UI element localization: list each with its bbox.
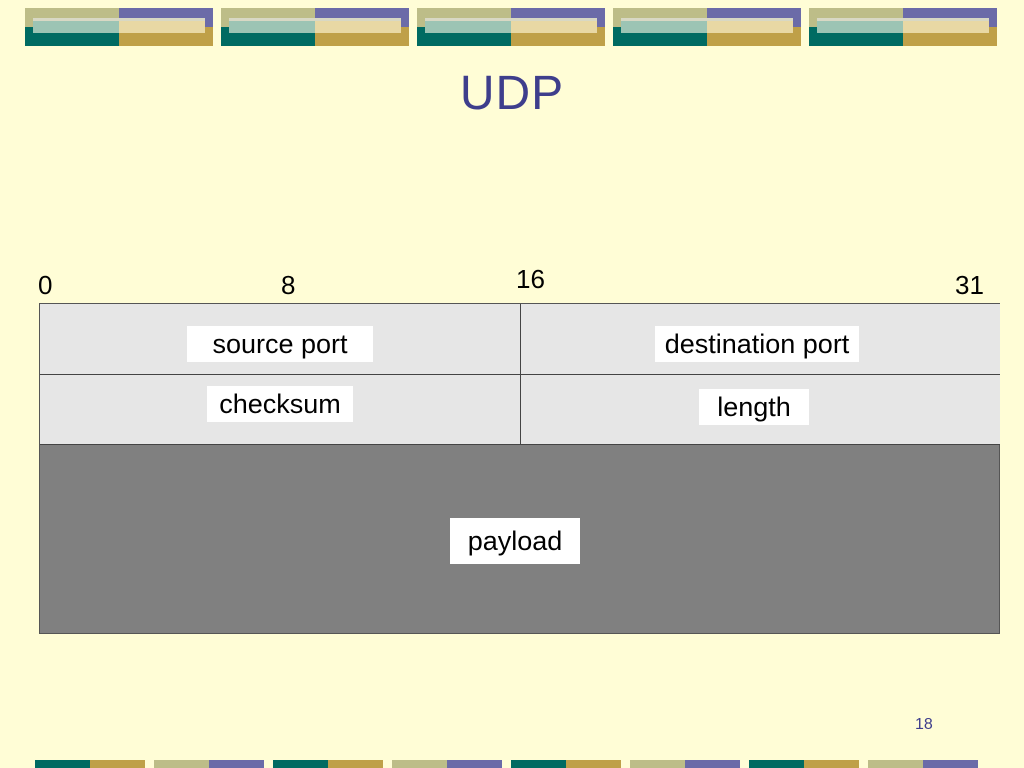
- checksum-cell: checksum: [40, 375, 521, 445]
- payload-label: payload: [450, 518, 580, 564]
- destination-port-cell: destination port: [521, 304, 1000, 375]
- bottom-decorative-strip: [0, 760, 1024, 768]
- udp-header-diagram: source port destination port checksum le…: [39, 303, 1000, 634]
- payload-cell: payload: [40, 445, 999, 633]
- slide-title: UDP: [459, 67, 565, 120]
- source-port-cell: source port: [40, 304, 521, 375]
- length-cell: length: [521, 375, 1000, 445]
- banner-block: [417, 8, 605, 46]
- destination-port-label: destination port: [655, 326, 859, 362]
- bit-label-16: 16: [516, 264, 545, 294]
- checksum-label: checksum: [207, 386, 353, 422]
- page-number: 18: [915, 716, 933, 733]
- banner-block: [613, 8, 801, 46]
- banner-block: [809, 8, 997, 46]
- bit-label-31: 31: [955, 270, 984, 300]
- bit-label-0: 0: [38, 270, 53, 300]
- length-label: length: [699, 389, 809, 425]
- banner-block: [25, 8, 213, 46]
- banner-block: [221, 8, 409, 46]
- bit-label-8: 8: [281, 270, 296, 300]
- source-port-label: source port: [187, 326, 373, 362]
- top-decorative-banner: [0, 0, 1024, 50]
